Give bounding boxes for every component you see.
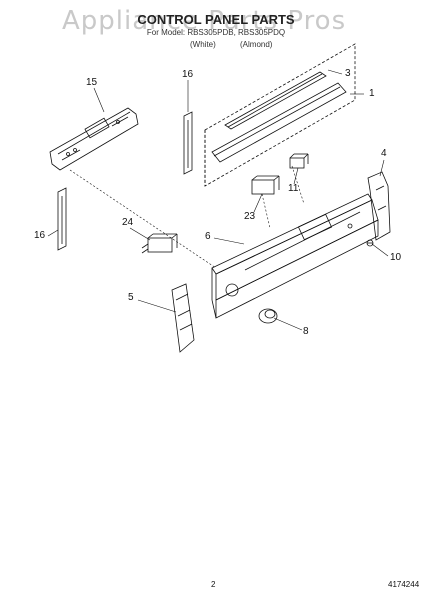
- callout-16-upper: 16: [182, 69, 194, 80]
- part-16-lower-bracket: [57, 187, 67, 251]
- part-8-knob: [258, 308, 278, 324]
- part-1-panel-glass: [211, 82, 347, 163]
- callout-4: 4: [381, 148, 387, 159]
- page-number: 2: [211, 580, 216, 589]
- part-4-end-bracket: [367, 171, 391, 241]
- part-3-trim-strip: [224, 71, 327, 130]
- part-6-control-panel: [211, 193, 379, 319]
- color-white-label: (White): [190, 40, 216, 49]
- callout-6: 6: [205, 231, 211, 242]
- callout-1: 1: [369, 88, 375, 99]
- callout-5: 5: [128, 292, 134, 303]
- part-24-connector: [141, 233, 178, 254]
- part-23-switch: [251, 175, 280, 195]
- part-15-control-board: [49, 107, 139, 171]
- callout-8: 8: [303, 326, 309, 337]
- model-subtitle: For Model: RBS305PDB, RBS305PDQ: [146, 28, 286, 37]
- part-5-end-cap: [171, 283, 195, 353]
- callout-3: 3: [345, 68, 351, 79]
- callout-15: 15: [86, 77, 98, 88]
- assembly-1-dashed-box: [204, 43, 356, 187]
- callout-10: 10: [390, 252, 402, 263]
- document-number: 4174244: [388, 580, 420, 589]
- callout-11: 11: [288, 183, 299, 194]
- diagram-title: CONTROL PANEL PARTS: [137, 12, 295, 27]
- part-11-clip: [289, 153, 309, 169]
- color-almond-label: (Almond): [240, 40, 273, 49]
- callout-24: 24: [122, 217, 134, 228]
- part-10-screw: [366, 239, 374, 247]
- part-16-upper-bracket: [183, 111, 193, 175]
- leader-lines: [47, 69, 389, 331]
- callout-16-lower: 16: [34, 230, 46, 241]
- watermark: Appliance Parts Pros: [62, 6, 347, 36]
- callout-23: 23: [244, 211, 256, 222]
